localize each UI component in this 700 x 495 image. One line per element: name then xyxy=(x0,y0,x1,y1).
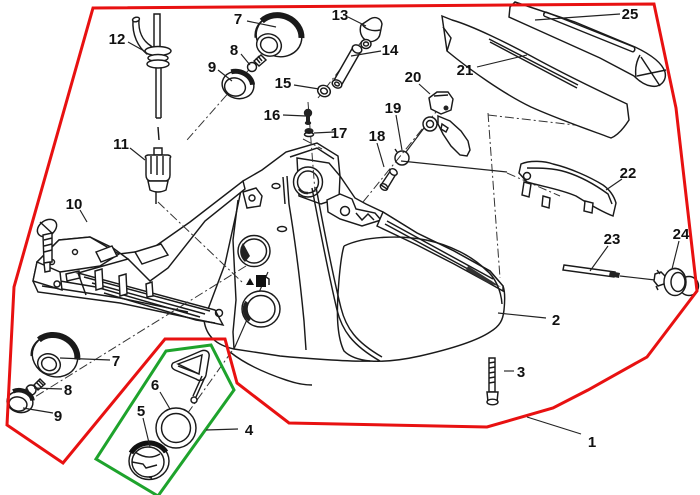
svg-text:24: 24 xyxy=(673,226,690,243)
svg-text:2: 2 xyxy=(552,312,560,329)
svg-text:1: 1 xyxy=(588,434,596,451)
svg-text:25: 25 xyxy=(622,6,639,23)
svg-text:7: 7 xyxy=(112,353,120,370)
svg-text:16: 16 xyxy=(264,107,281,124)
svg-text:10: 10 xyxy=(66,196,83,213)
svg-text:11: 11 xyxy=(113,136,129,153)
svg-text:9: 9 xyxy=(54,408,62,425)
svg-text:23: 23 xyxy=(604,231,621,248)
svg-text:4: 4 xyxy=(245,422,254,439)
svg-text:17: 17 xyxy=(331,125,348,142)
svg-text:21: 21 xyxy=(457,62,474,79)
svg-text:13: 13 xyxy=(332,7,349,24)
svg-text:19: 19 xyxy=(385,100,402,117)
svg-text:8: 8 xyxy=(230,42,238,59)
svg-text:20: 20 xyxy=(405,69,422,86)
svg-text:18: 18 xyxy=(369,128,386,145)
svg-text:9: 9 xyxy=(208,59,216,76)
svg-text:8: 8 xyxy=(64,382,72,399)
svg-text:5: 5 xyxy=(137,403,145,420)
svg-text:22: 22 xyxy=(620,165,637,182)
svg-text:7: 7 xyxy=(234,11,242,28)
svg-text:6: 6 xyxy=(151,377,159,394)
svg-text:3: 3 xyxy=(517,364,525,381)
svg-text:12: 12 xyxy=(109,31,126,48)
svg-text:15: 15 xyxy=(275,75,292,92)
svg-text:14: 14 xyxy=(382,42,399,59)
